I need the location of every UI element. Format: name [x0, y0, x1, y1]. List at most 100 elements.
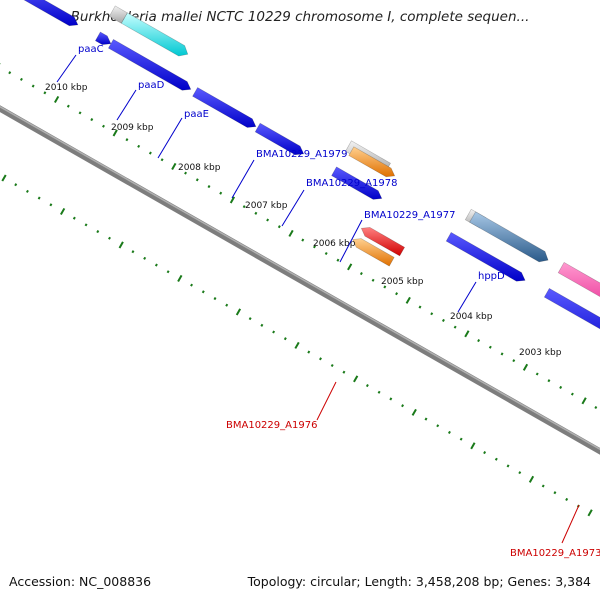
- outer-tick: [96, 230, 100, 234]
- cds-feature[interactable]: [107, 38, 192, 91]
- cds-feature[interactable]: [445, 231, 526, 282]
- ruler-tick: [31, 84, 35, 88]
- outer-tick: [118, 241, 124, 249]
- ruler-tick: [581, 397, 587, 405]
- gene-label-BMA10229_A1973[interactable]: BMA10229_A1973: [510, 548, 600, 559]
- ruler-tick: [594, 405, 598, 410]
- ruler-tick: [500, 352, 504, 356]
- ruler-tick: [405, 296, 411, 304]
- gene-label-paaD[interactable]: paaD: [138, 80, 165, 91]
- forward-label-callouts: [56, 54, 477, 313]
- gene-feature-hppD[interactable]: [469, 211, 549, 263]
- ruler-tick: [383, 285, 387, 289]
- accession-text: Accession: NC_008836: [9, 574, 152, 589]
- cds-feature[interactable]: [8, 0, 79, 27]
- gene-label-paaC[interactable]: paaC: [78, 44, 104, 55]
- ruler-tick: [195, 178, 199, 182]
- gene-feature-BMA10229_A1977[interactable]: [348, 146, 396, 178]
- reverse-label-callouts: [316, 381, 580, 544]
- outer-tick: [319, 357, 322, 361]
- ruler-label-2004: 2004 kbp: [450, 312, 493, 322]
- outer-tick: [25, 189, 29, 193]
- ruler-tick: [171, 162, 177, 170]
- genome-summary-text: Topology: circular; Length: 3,458,208 bp…: [247, 574, 591, 589]
- outer-tick: [283, 337, 287, 341]
- gene-label-hppD[interactable]: hppD: [478, 271, 505, 282]
- ruler-label-2006: 2006 kbp: [313, 239, 356, 249]
- ruler-tick: [522, 363, 529, 371]
- gene-label-BMA10229_A1976[interactable]: BMA10229_A1976: [226, 420, 317, 431]
- outer-tick: [260, 323, 264, 327]
- gene-label-paaE[interactable]: paaE: [184, 109, 209, 120]
- outer-tick: [154, 263, 158, 267]
- forward-gene-labels: paaC paaD paaE BMA10229_A1979 BMA10229_A…: [78, 44, 505, 282]
- ruler-tick: [90, 118, 94, 122]
- ruler-tick: [266, 218, 270, 222]
- outer-tick: [424, 417, 428, 421]
- ruler-tick: [125, 138, 129, 142]
- ruler-tick: [66, 104, 70, 108]
- cds-feature[interactable]: [543, 287, 600, 356]
- gene-features: [8, 0, 600, 356]
- cds-feature[interactable]: [192, 87, 257, 128]
- outer-tick: [528, 475, 535, 483]
- outer-tick: [377, 390, 381, 394]
- ruler-tick: [207, 184, 211, 189]
- gene-label-BMA10229_A1978[interactable]: BMA10229_A1978: [306, 178, 397, 189]
- outer-tick: [37, 196, 41, 200]
- gene-label-BMA10229_A1979[interactable]: BMA10229_A1979: [256, 149, 347, 160]
- ruler-tick: [229, 196, 236, 204]
- ruler-tick: [242, 205, 246, 209]
- ruler-tick: [371, 278, 375, 282]
- cds-feature[interactable]: [254, 122, 305, 156]
- outer-tick: [470, 442, 476, 450]
- cds-feature[interactable]: [331, 166, 383, 200]
- outer-tick: [248, 317, 252, 321]
- outer-tick: [459, 437, 463, 441]
- outer-tick: [565, 497, 569, 501]
- ruler-tick: [313, 245, 316, 249]
- ruler-tick: [547, 379, 551, 383]
- outer-tick: [225, 303, 229, 307]
- outer-tick: [587, 509, 593, 517]
- outer-tick: [294, 341, 300, 349]
- outer-tick: [353, 375, 359, 383]
- outer-tick: [201, 290, 205, 294]
- coordinate-ruler-ticks: [0, 63, 598, 410]
- ruler-tick: [160, 158, 164, 162]
- outer-track-ticks: [1, 174, 593, 517]
- ruler-tick: [464, 330, 470, 338]
- outer-tick: [108, 236, 111, 240]
- ruler-tick: [112, 129, 118, 137]
- gene-feature-red[interactable]: [360, 227, 406, 257]
- gene-label-BMA10229_A1977[interactable]: BMA10229_A1977: [364, 210, 455, 221]
- outer-tick: [365, 384, 369, 388]
- ruler-tick: [359, 272, 363, 276]
- map-title: Burkholderia mallei NCTC 10229 chromosom…: [70, 9, 530, 25]
- gene-feature-paaE[interactable]: [120, 12, 189, 57]
- outer-tick: [272, 330, 276, 334]
- outer-tick: [401, 404, 405, 408]
- cds-feature[interactable]: [94, 31, 112, 45]
- outer-tick: [60, 207, 66, 216]
- ruler-tick: [8, 71, 12, 75]
- outer-tick: [494, 457, 498, 461]
- ruler-tick: [418, 305, 422, 309]
- ruler-tick: [559, 385, 563, 389]
- outer-tick: [72, 216, 76, 220]
- ruler-tick: [535, 372, 539, 376]
- outer-tick: [14, 183, 18, 187]
- ruler-tick: [78, 111, 82, 115]
- ruler-tick: [488, 345, 492, 349]
- genome-backbone-highlight: [0, 105, 600, 451]
- ruler-tick: [324, 251, 328, 256]
- outer-tick: [411, 408, 417, 416]
- ruler-tick: [102, 124, 105, 128]
- gene-feature-BMA10229_A1976[interactable]: [352, 238, 395, 267]
- ruler-tick: [19, 77, 23, 81]
- ruler-tick: [395, 292, 399, 296]
- outer-tick: [506, 464, 510, 468]
- gene-feature-pink[interactable]: [557, 261, 600, 333]
